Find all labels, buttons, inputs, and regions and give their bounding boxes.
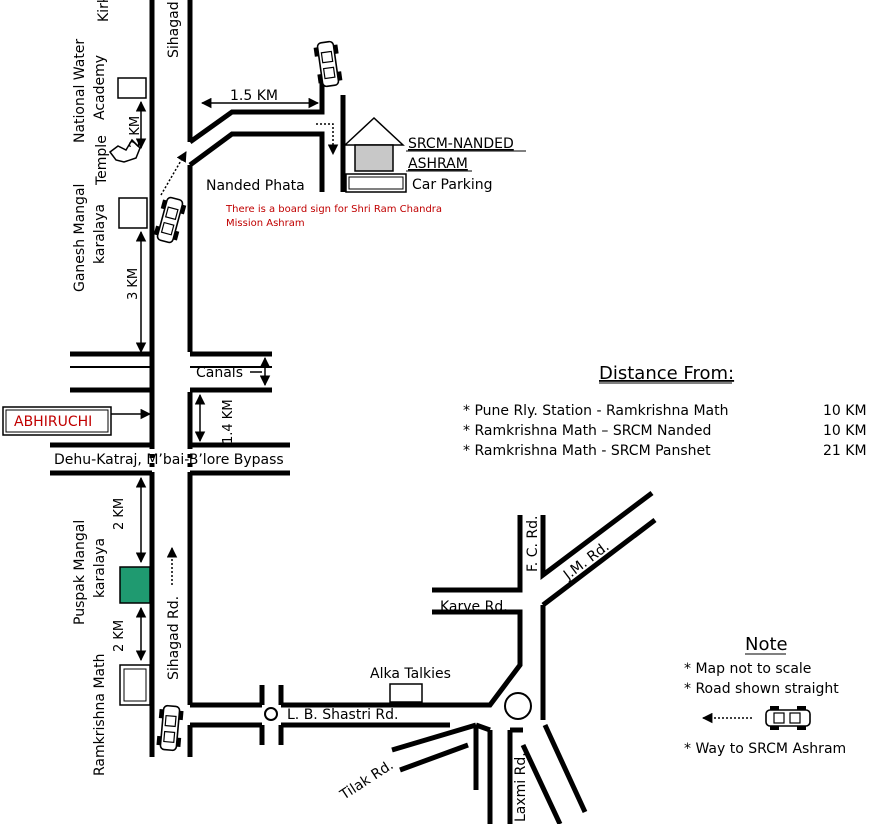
label-car-parking: Car Parking [412,177,492,193]
label-puspak-1: Puspak Mangal [72,520,88,625]
city-roads [190,491,657,824]
distance-row-1: * Pune Rly. Station - Ramkrishna Math [463,403,728,419]
label-1-4km: 1.4 KM [221,399,236,444]
label-2km-c: 2 KM [112,620,127,652]
car-parking-box [345,173,407,193]
car-icon [151,194,189,246]
national-water-academy-box [117,77,147,99]
label-2km-a: 2 KM [128,116,143,148]
label-2km-b: 2 KM [112,498,127,530]
note-title: Note [745,634,788,655]
distance-row-2: * Ramkrishna Math – SRCM Nanded [463,423,711,439]
label-nwa-1: National Water [72,39,88,143]
label-ramkrishna-math: Ramkrishna Math [92,654,108,776]
label-temple: Temple [94,135,110,186]
label-srcm-1: SRCM-NANDED [408,136,514,152]
label-tilak: Tilak Rd. [337,757,397,804]
sihagad-road [149,0,193,757]
car-icon [765,705,811,731]
bypass-road [50,442,290,476]
label-kirk: Kirk [96,0,112,22]
abhiruchi-box [2,406,112,436]
label-ganesh-1: Ganesh Mangal [72,184,88,292]
label-srcm-2: ASHRAM [408,156,468,172]
board-sign-2: Mission Ashram [226,218,305,229]
note-legend: * Way to SRCM Ashram [684,741,846,757]
alka-talkies-box [389,683,423,703]
label-fc: F. C. Rd. [525,516,541,572]
distance-row-2-km: 10 KM [823,423,867,439]
label-laxmi: Laxmi Rd. [513,752,529,822]
label-3km: 3 KM [126,268,141,300]
car-icon [312,39,344,89]
label-1-5km: 1.5 KM [230,88,278,104]
puspak-mangal-box [119,566,151,604]
distance-row-1-km: 10 KM [823,403,867,419]
note-item-2: * Road shown straight [684,681,839,697]
distance-arrows [135,97,752,724]
car-icon [155,704,185,752]
label-canals: Canals [196,365,243,381]
label-bypass: Dehu-Katraj, M’bai-B’lore Bypass [54,452,284,468]
note-item-1: * Map not to scale [684,661,811,677]
board-sign-1: There is a board sign for Shri Ram Chand… [225,204,442,215]
distance-title: Distance From: [599,363,734,384]
label-karve: Karve Rd. [440,599,508,615]
label-abhiruchi: ABHIRUCHI [14,414,92,430]
label-nwa-2: Academy [92,55,108,120]
label-sihagad-top: Sihagad [166,1,182,58]
ramkrishna-math-box [119,664,151,706]
distance-row-3-km: 21 KM [823,443,867,459]
canals [70,351,272,393]
label-puspak-2: karalaya [92,538,108,598]
ashram-house-icon [343,116,405,172]
nanded-branch-road [188,78,346,192]
label-nanded-phata: Nanded Phata [206,178,305,194]
label-lb-shastri: L. B. Shastri Rd. [287,707,399,723]
label-ganesh-2: karalaya [92,204,108,264]
label-alka-talkies: Alka Talkies [370,666,451,682]
ganesh-mangal-box [118,197,148,229]
label-sihagad-rd: Sihagad Rd. [166,596,182,680]
distance-row-3: * Ramkrishna Math - SRCM Panshet [463,443,711,459]
